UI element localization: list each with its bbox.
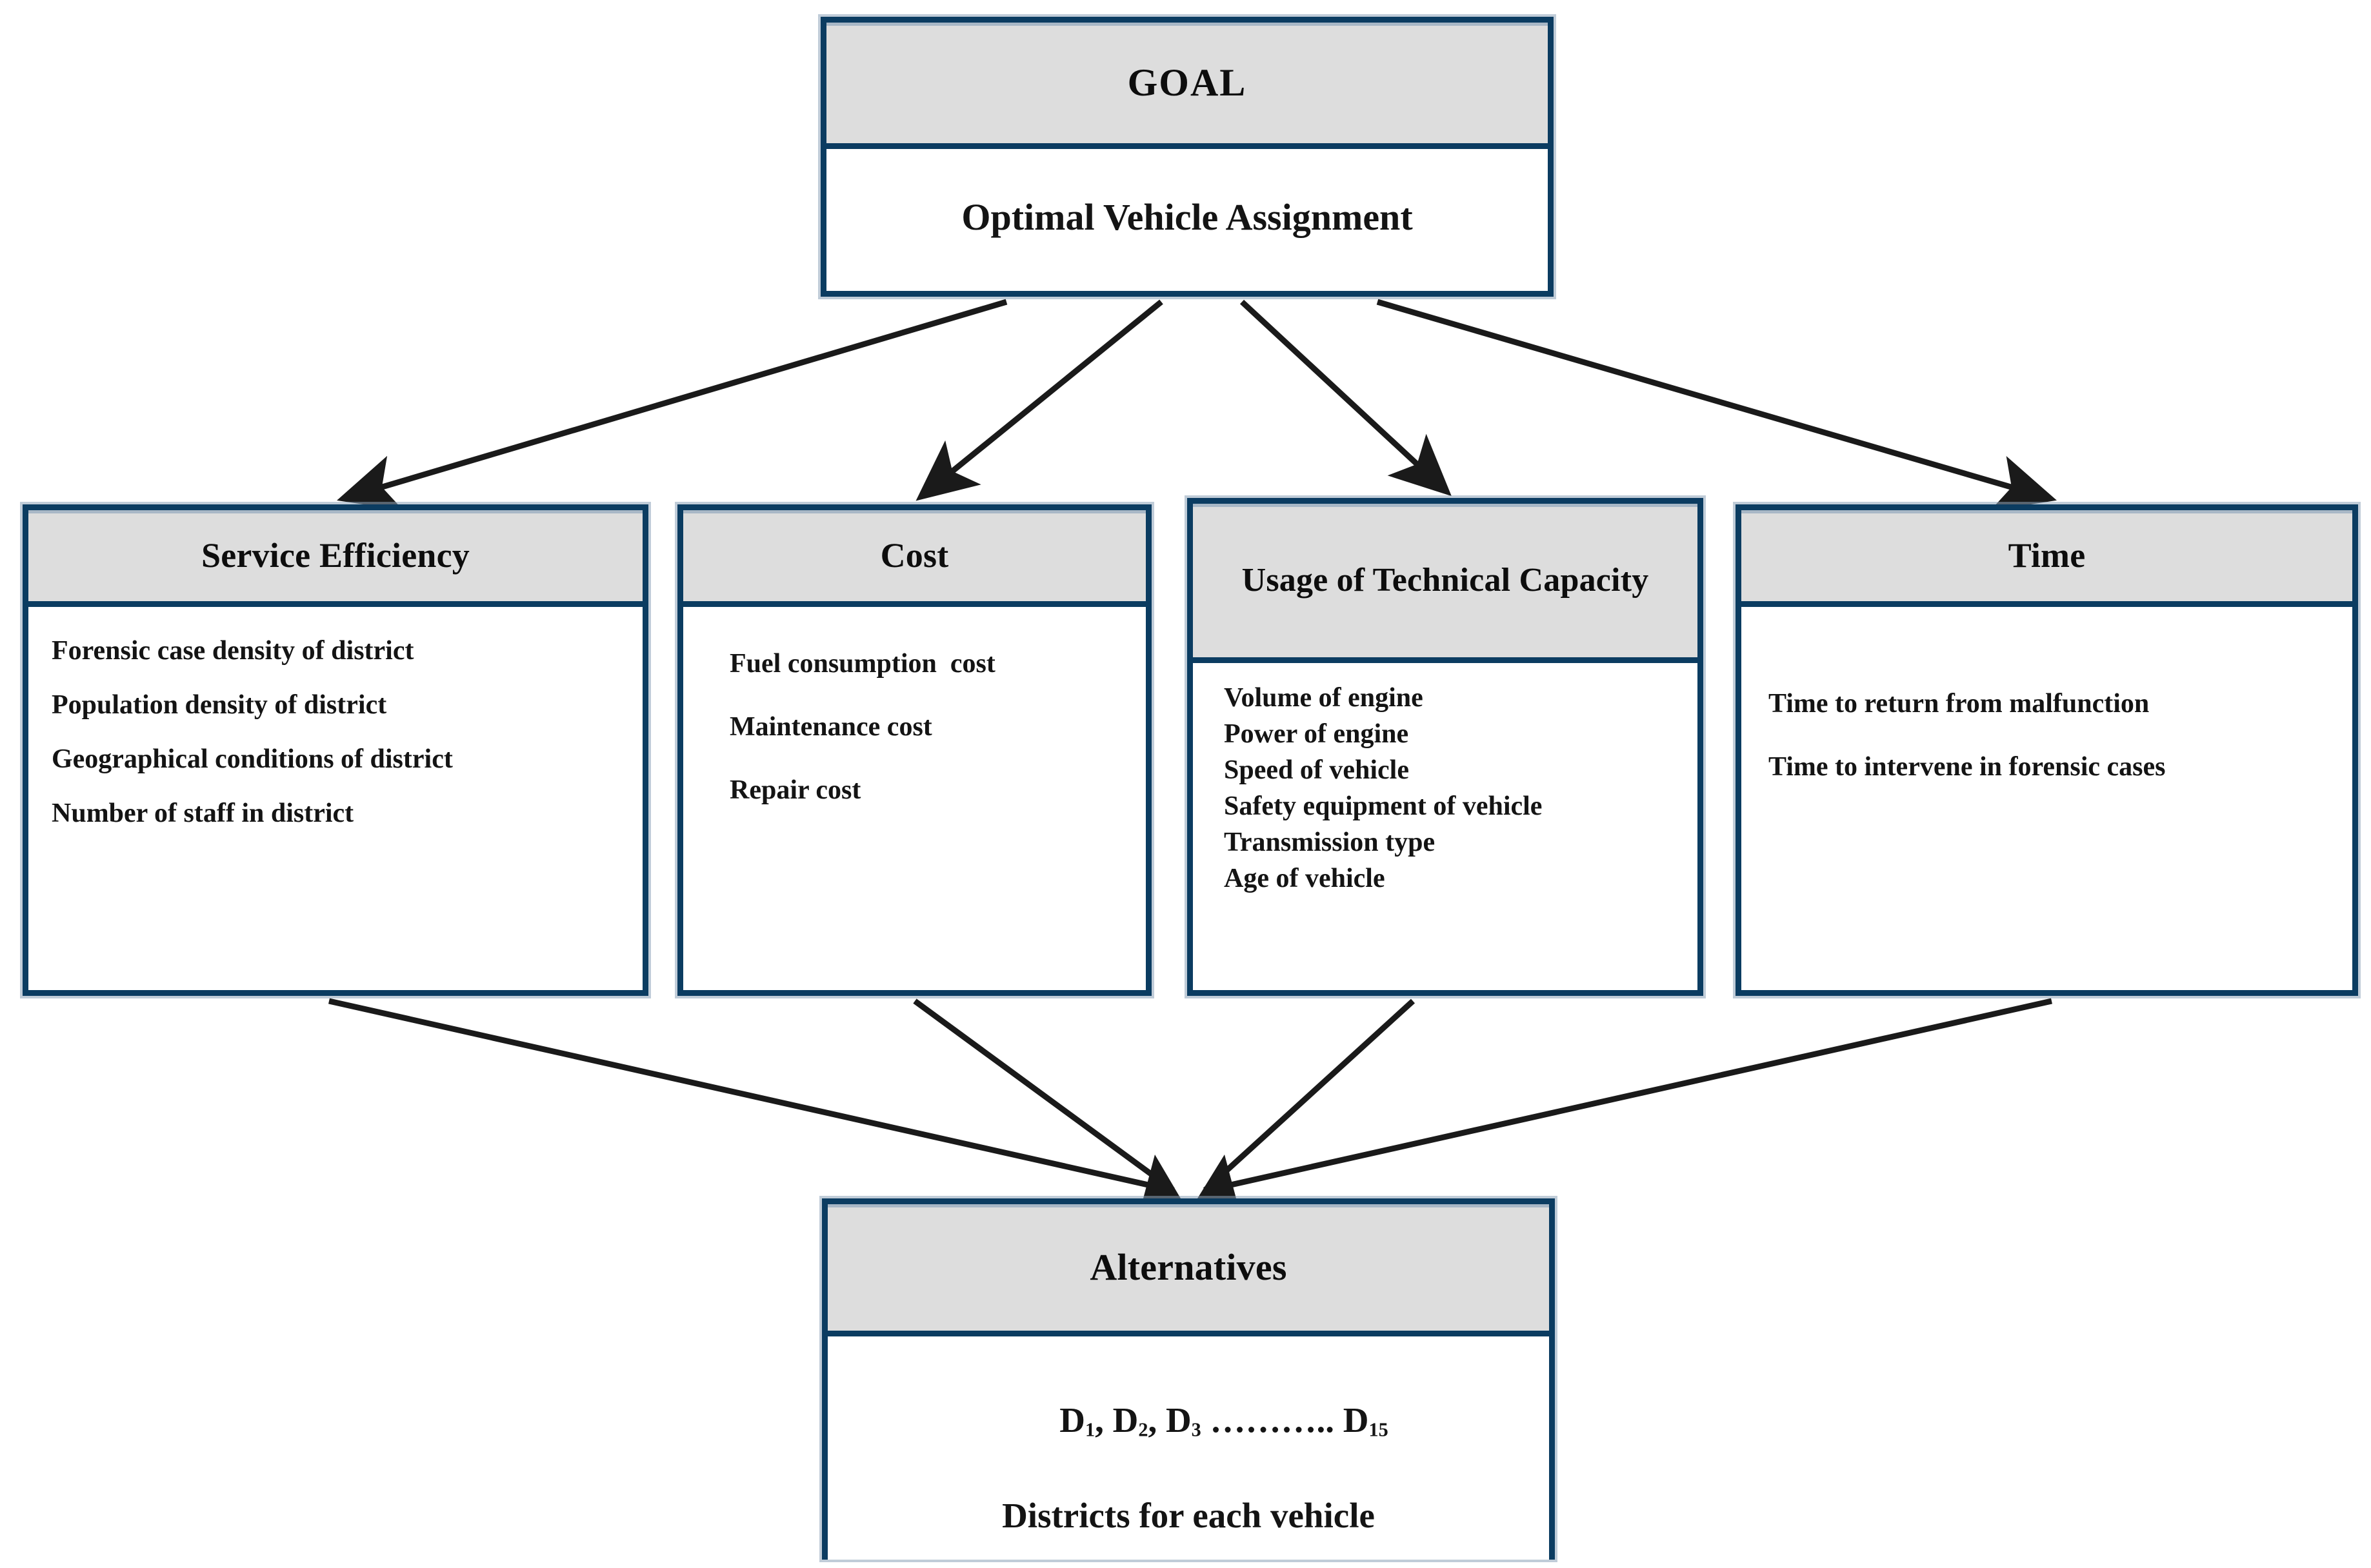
criterion-header-service-efficiency: Service Efficiency	[28, 510, 643, 607]
subcriterion-item: Number of staff in district	[52, 799, 354, 828]
subcriterion-item: Power of engine	[1224, 719, 1409, 749]
subcriteria-list-usage-of-technical-capacity: Volume of engine Power of engine Speed o…	[1193, 663, 1697, 990]
alternatives-districts-list: D1, D2, D3 ……….. D15	[988, 1359, 1388, 1482]
arrow-goal-to-service	[337, 299, 1008, 511]
arrow-goal-to-time	[1376, 299, 2057, 511]
goal-header-label: GOAL	[1127, 61, 1247, 104]
subcriteria-list-time: Time to return from malfunction Time to …	[1741, 607, 2352, 990]
criterion-label-time: Time	[2008, 536, 2086, 575]
subcriterion-item: Time to return from malfunction	[1768, 689, 2150, 719]
criterion-header-cost: Cost	[683, 510, 1146, 607]
criterion-node-time[interactable]: Time Time to return from malfunction Tim…	[1736, 504, 2358, 996]
goal-header: GOAL	[826, 23, 1548, 149]
subcriteria-list-service-efficiency: Forensic case density of district Popula…	[28, 607, 643, 990]
subcriterion-item: Safety equipment of vehicle	[1224, 791, 1543, 821]
arrow-usage-to-alternatives	[1203, 998, 1416, 1193]
arrow-time-to-alternatives	[1207, 998, 2052, 1193]
criterion-header-time: Time	[1741, 510, 2352, 607]
subcriterion-item: Fuel consumption cost	[730, 649, 995, 679]
list-ellipsis: ………..	[1201, 1400, 1343, 1440]
subcriterion-item: Forensic case density of district	[52, 636, 414, 666]
criterion-label-usage-of-technical-capacity: Usage of Technical Capacity	[1241, 562, 1649, 599]
criterion-node-cost[interactable]: Cost Fuel consumption cost Maintenance c…	[677, 504, 1152, 996]
list-separator: ,	[1095, 1400, 1113, 1440]
criterion-node-service-efficiency[interactable]: Service Efficiency Forensic case density…	[23, 504, 648, 996]
criterion-label-cost: Cost	[880, 536, 949, 575]
alternative-item: D2	[1112, 1400, 1148, 1441]
subcriteria-list-cost: Fuel consumption cost Maintenance cost R…	[683, 607, 1146, 990]
criterion-node-usage-of-technical-capacity[interactable]: Usage of Technical Capacity Volume of en…	[1187, 498, 1703, 996]
subcriterion-item: Repair cost	[730, 775, 861, 805]
arrowhead-alternatives-right	[1197, 1155, 1236, 1198]
subcriterion-item: Volume of engine	[1224, 683, 1423, 713]
alternative-item: D15	[1343, 1400, 1388, 1441]
arrowhead-alternatives-left	[1143, 1155, 1181, 1198]
goal-body: Optimal Vehicle Assignment	[826, 149, 1548, 285]
alternatives-node[interactable]: Alternatives D1, D2, D3 ……….. D15 Distri…	[822, 1198, 1555, 1560]
subcriterion-item: Transmission type	[1224, 828, 1436, 857]
subcriterion-item: Maintenance cost	[730, 712, 932, 742]
subcriterion-item: Population density of district	[52, 690, 387, 720]
list-separator: ,	[1148, 1400, 1166, 1440]
subcriterion-item: Age of vehicle	[1224, 864, 1385, 893]
subcriterion-item: Time to intervene in forensic cases	[1768, 752, 2166, 782]
alternatives-caption: Districts for each vehicle	[1002, 1495, 1375, 1535]
arrow-service-to-alternatives	[328, 998, 1172, 1193]
criterion-header-usage-of-technical-capacity: Usage of Technical Capacity	[1193, 504, 1697, 663]
arrow-goal-to-cost	[915, 299, 1163, 501]
goal-node[interactable]: GOAL Optimal Vehicle Assignment	[821, 17, 1554, 297]
alternative-item: D1	[1059, 1400, 1095, 1441]
alternative-item: D3	[1165, 1400, 1201, 1441]
arrow-goal-to-usage	[1239, 299, 1452, 497]
arrow-cost-to-alternatives	[913, 998, 1175, 1193]
goal-label: Optimal Vehicle Assignment	[961, 196, 1413, 238]
alternatives-header: Alternatives	[828, 1204, 1549, 1336]
alternatives-body: D1, D2, D3 ……….. D15 Districts for each …	[828, 1336, 1549, 1560]
subcriterion-item: Geographical conditions of district	[52, 744, 453, 774]
subcriterion-item: Speed of vehicle	[1224, 755, 1409, 785]
criterion-label-service-efficiency: Service Efficiency	[201, 536, 470, 575]
alternatives-header-label: Alternatives	[1090, 1245, 1287, 1288]
